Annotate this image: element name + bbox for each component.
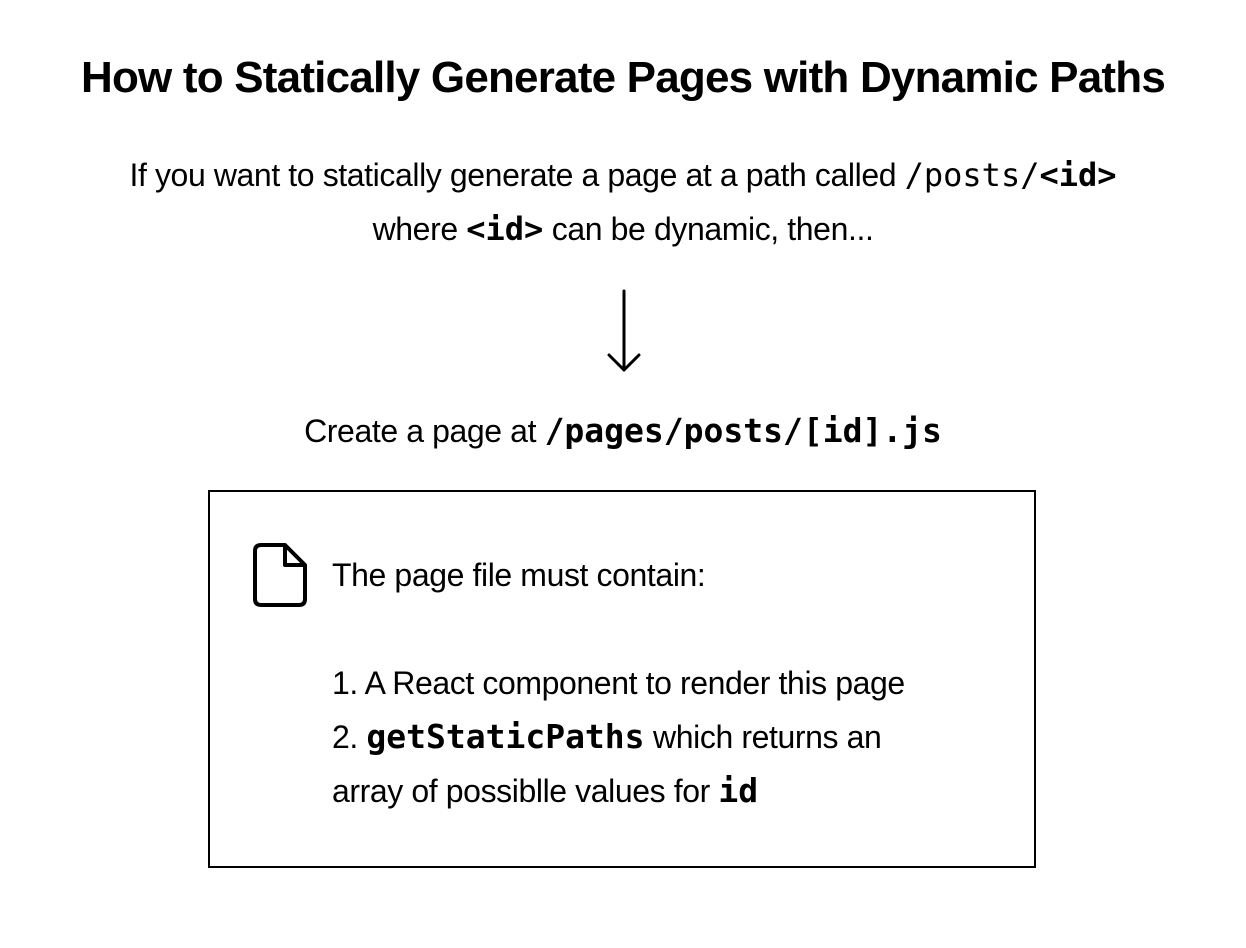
intro-line-2: where <id> can be dynamic, then... xyxy=(0,202,1246,256)
create-page-step: Create a page at /pages/posts/[id].js xyxy=(0,404,1246,458)
requirements-list: 1. A React component to render this page… xyxy=(332,656,992,818)
intro-text: If you want to statically generate a pag… xyxy=(0,148,1246,256)
item3-text: array of possiblle values for xyxy=(332,773,719,809)
intro-suffix: can be dynamic, then... xyxy=(543,211,874,247)
item2-text: which returns an xyxy=(644,719,882,755)
posts-path-code: /posts/ xyxy=(904,156,1040,194)
intro-line-1: If you want to statically generate a pag… xyxy=(0,148,1246,202)
get-static-paths-code: getStaticPaths xyxy=(366,717,645,756)
down-arrow-icon xyxy=(607,289,641,372)
requirement-item-1: 1. A React component to render this page xyxy=(332,665,905,701)
create-prefix: Create a page at xyxy=(304,413,545,449)
intro-where: where xyxy=(372,211,467,247)
requirement-item-2: 2. getStaticPaths which returns an xyxy=(332,710,992,764)
file-icon xyxy=(253,543,307,607)
id-param-code: <id> xyxy=(1039,156,1117,194)
id-code: id xyxy=(718,771,759,810)
page-title: How to Statically Generate Pages with Dy… xyxy=(81,53,1166,102)
file-path-code: /pages/posts/[id].js xyxy=(544,411,942,450)
requirement-item-2-cont: array of possiblle values for id xyxy=(332,764,992,818)
id-param-code-2: <id> xyxy=(466,210,544,248)
intro-prefix: If you want to statically generate a pag… xyxy=(129,157,905,193)
requirements-box: The page file must contain: 1. A React c… xyxy=(208,490,1036,868)
item2-number: 2. xyxy=(332,719,367,755)
requirements-heading: The page file must contain: xyxy=(332,557,706,593)
